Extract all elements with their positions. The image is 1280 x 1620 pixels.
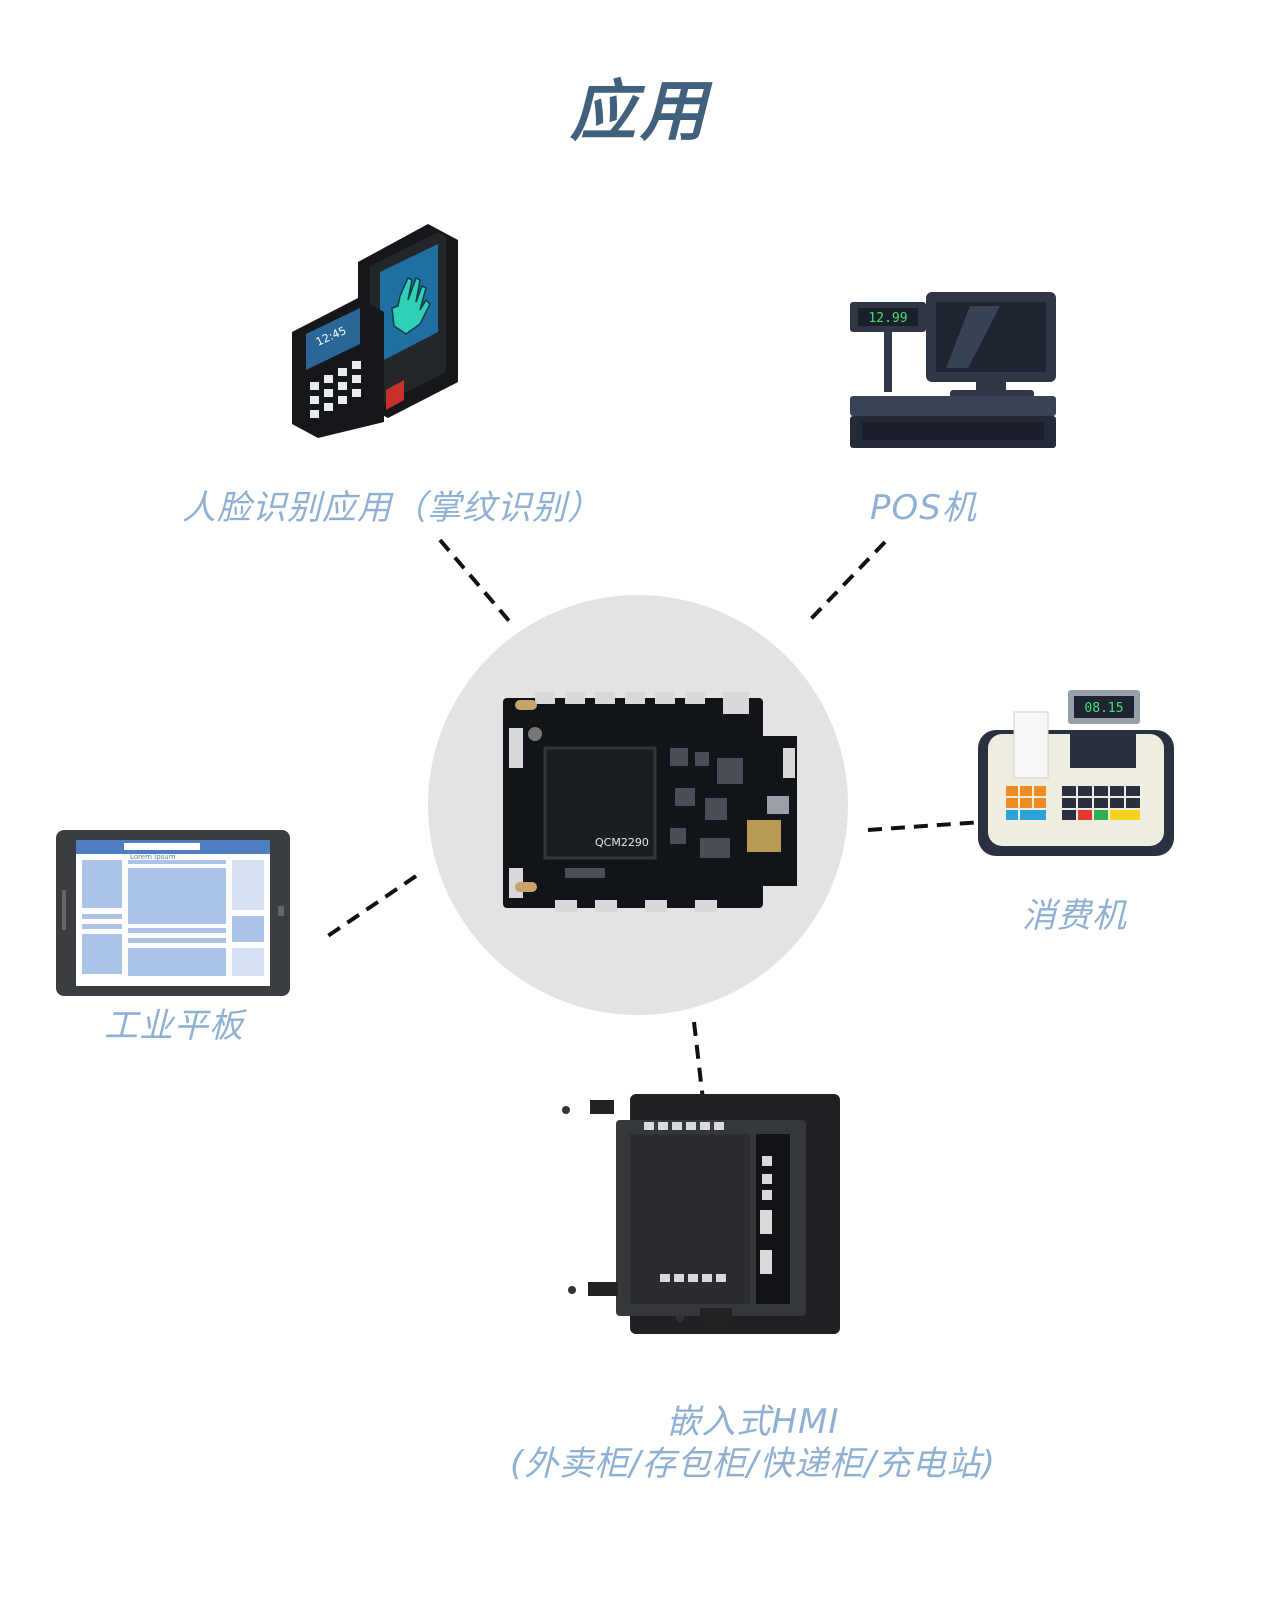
qcm2290-board-image: QCM2290 [503, 692, 797, 912]
page-title: 应用 [570, 73, 710, 150]
consumer-machine-image: 08.15 [978, 690, 1174, 856]
industrial-tablet-image: Lorem Ipsum [56, 830, 290, 996]
label-hmi-line2: (外卖柜/存包柜/快递柜/充电站) [510, 1444, 996, 1484]
connector-consumer [867, 820, 983, 832]
connector-face [438, 538, 512, 624]
embedded-hmi-image [562, 1094, 840, 1334]
board-chip-label: QCM2290 [595, 836, 649, 849]
label-industrial-tablet: 工业平板 [104, 1006, 244, 1046]
connector-pos [806, 540, 887, 624]
consumer-display-value: 08.15 [1084, 701, 1123, 716]
connector-tablet [320, 874, 418, 942]
label-pos: POS机 [870, 488, 977, 528]
face-recognition-device-image: 12:45 [292, 224, 458, 438]
tablet-screen-text: Lorem Ipsum [130, 853, 176, 861]
pos-display-value: 12.99 [868, 311, 907, 326]
label-face-recognition: 人脸识别应用（掌纹识别） [182, 488, 602, 528]
label-hmi-line1: 嵌入式HMI [666, 1402, 840, 1442]
label-consumer: 消费机 [1022, 896, 1127, 936]
connector-hmi [692, 1021, 705, 1101]
pos-machine-image: 12.99 [850, 292, 1056, 448]
